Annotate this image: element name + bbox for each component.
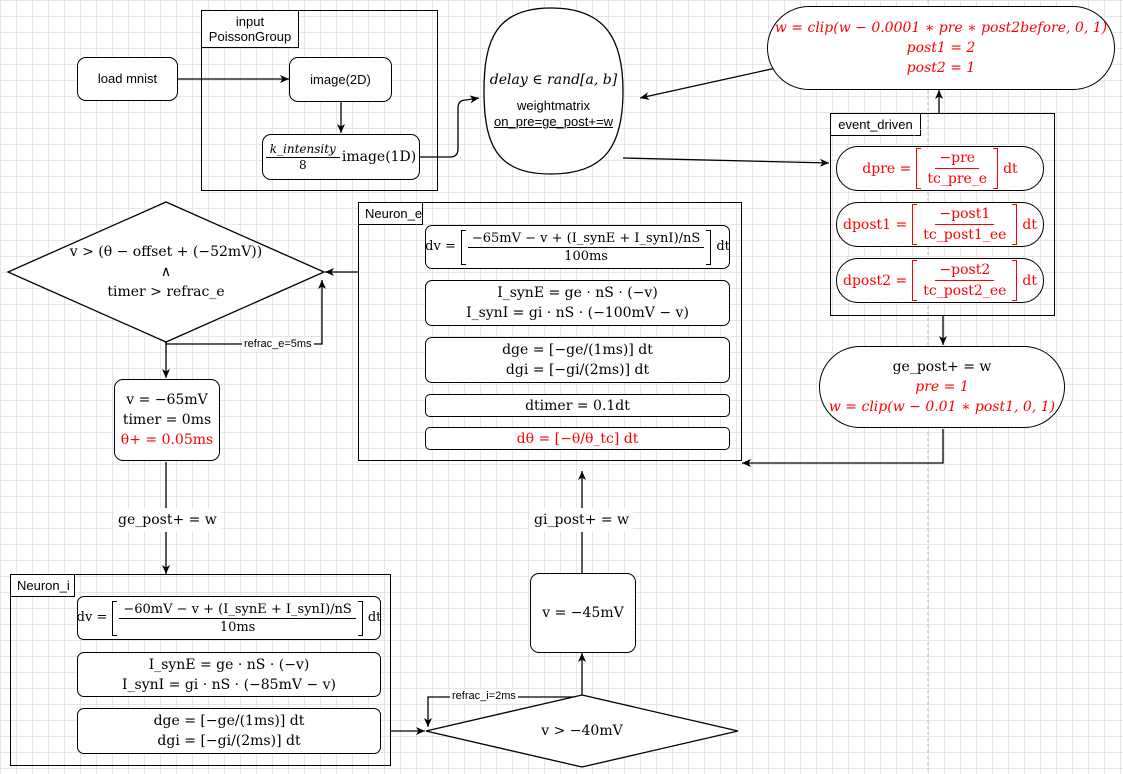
neuron-e-dge: dge = [−ge/(1ms)] dt	[502, 342, 653, 358]
neuron-e-dtimer-box[interactable]: dtimer = 0.1dt	[425, 394, 730, 417]
input-group-container: input PoissonGroup	[201, 10, 438, 191]
neuron-i-dv-numerator: −60mV − v + (I_synE + I_synI)/nS	[119, 601, 356, 619]
edge-prerule-to-neurone	[742, 429, 944, 467]
dpre-numerator: −pre	[935, 148, 980, 169]
pre-rule-line3: w = clip(w − 0.01 ∗ post1, 0, 1)	[828, 399, 1056, 415]
dpost1-lhs: dpost1 =	[842, 216, 908, 233]
ge-post-label: ge_post+ = w	[114, 508, 221, 532]
threshold-e-line3: timer > refrac_e	[107, 284, 225, 300]
dpre-box[interactable]: dpre = −pre tc_pre_e dt	[836, 146, 1044, 191]
neuron-i-dv-bracket: −60mV − v + (I_synE + I_synI)/nS 10ms	[112, 600, 363, 636]
threshold-e-diamond	[6, 201, 326, 343]
event-driven-tab: event_driven	[831, 114, 921, 136]
neuron-i-isyni: I_synI = gi · nS · (−85mV − v)	[122, 676, 336, 693]
threshold-e-text[interactable]: v > (θ − offset + (−52mV)) ∧ timer > ref…	[30, 242, 302, 302]
neuron-e-dv-denominator: 100ms	[564, 248, 608, 264]
reset-e-line3: θ+ = 0.05ms	[120, 432, 214, 448]
post-rule-line2: post1 = 2	[906, 40, 976, 56]
neuron-i-tab: Neuron_i	[11, 575, 75, 597]
neuron-i-dv-denominator: 10ms	[219, 619, 256, 635]
synapse-delay: delay ∈ rand[a, b]	[489, 72, 618, 88]
threshold-i-diamond	[425, 694, 739, 768]
image-2d-box[interactable]: image(2D)	[289, 57, 392, 102]
dpre-denominator: tc_pre_e	[927, 171, 988, 187]
gi-post-label: gi_post+ = w	[530, 508, 633, 532]
neuron-i-isyn-box[interactable]: I_synE = ge · nS · (−v) I_synI = gi · nS…	[77, 652, 381, 697]
dpre-lhs: dpre =	[862, 160, 912, 177]
neuron-e-dtimer: dtimer = 0.1dt	[525, 397, 630, 414]
neuron-i-isyne: I_synE = ge · nS · (−v)	[148, 656, 310, 673]
neuron-e-dtheta-box[interactable]: dθ = [−θ/θ_tc] dt	[425, 427, 730, 450]
pre-rule-line1: ge_post+ = w	[892, 359, 992, 375]
image-1d-box[interactable]: k_intensity 8 image(1D)	[262, 134, 420, 180]
neuron-i-dv-dt: dt	[367, 610, 382, 625]
post-rule-line1: w = clip(w − 0.0001 ∗ pre ∗ post2before,…	[774, 20, 1108, 36]
neuron-i-dgi: dgi = [−gi/(2ms)] dt	[157, 733, 301, 749]
post-rule-box[interactable]: w = clip(w − 0.0001 ∗ pre ∗ post2before,…	[767, 6, 1115, 90]
neuron-e-isyn-box[interactable]: I_synE = ge · nS · (−v) I_synI = gi · nS…	[425, 280, 730, 326]
reset-i-box[interactable]: v = −45mV	[530, 573, 636, 653]
dpost2-numerator: −post2	[935, 260, 995, 281]
neuron-e-isyni: I_synI = gi · nS · (−100mV − v)	[466, 305, 689, 321]
neuron-i-dv-lhs: dv =	[76, 610, 108, 625]
pre-rule-line2: pre = 1	[915, 379, 969, 395]
neuron-e-dv-lhs: dv =	[425, 239, 456, 254]
dpost1-bracket: −post1 tc_post1_ee	[912, 204, 1018, 245]
synapse-content[interactable]: delay ∈ rand[a, b] weightmatrix on_pre=g…	[484, 70, 623, 130]
pre-rule-box[interactable]: ge_post+ = w pre = 1 w = clip(w − 0.01 ∗…	[819, 346, 1065, 428]
threshold-i-text[interactable]: v > −40mV	[500, 721, 664, 741]
dpost2-denominator: tc_post2_ee	[923, 283, 1007, 299]
reset-e-box[interactable]: v = −65mV timer = 0ms θ+ = 0.05ms	[114, 379, 220, 461]
post-rule-line3: post2 = 1	[906, 60, 976, 76]
dpost1-dt: dt	[1022, 216, 1037, 233]
dpre-bracket: −pre tc_pre_e	[916, 148, 999, 189]
intensity-denominator: 8	[298, 157, 307, 172]
reset-e-line2: timer = 0ms	[122, 412, 212, 428]
dpre-dt: dt	[1003, 160, 1018, 177]
refrac-i-label: refrac_i=2ms	[450, 690, 518, 703]
neuron-i-dv-box[interactable]: dv = −60mV − v + (I_synE + I_synI)/nS 10…	[77, 596, 381, 640]
dpost2-dt: dt	[1022, 272, 1037, 289]
neuron-e-dv-box[interactable]: dv = −65mV − v + (I_synE + I_synI)/nS 10…	[425, 225, 730, 269]
load-mnist-label: load mnist	[97, 71, 158, 86]
synapse-on-pre: on_pre=ge_post+=w	[494, 114, 613, 129]
neuron-e-tab: Neuron_e	[359, 203, 423, 225]
edge-image1d-to-synapse	[420, 95, 480, 158]
dpost1-box[interactable]: dpost1 = −post1 tc_post1_ee dt	[836, 202, 1044, 247]
refrac-e-label: refrac_e=5ms	[242, 338, 314, 351]
neuron-e-dgi: dgi = [−gi/(2ms)] dt	[505, 362, 650, 378]
neuron-e-dv-bracket: −65mV − v + (I_synE + I_synI)/nS 100ms	[460, 229, 712, 265]
edge-postrule-to-synapse	[639, 67, 777, 100]
dpost2-bracket: −post2 tc_post2_ee	[912, 260, 1018, 301]
input-group-tab: input PoissonGroup	[202, 11, 299, 48]
image-1d-label: image(1D)	[341, 149, 417, 165]
dpost1-numerator: −post1	[935, 204, 995, 225]
neuron-e-isyne: I_synE = ge · nS · (−v)	[497, 285, 658, 301]
dpost2-lhs: dpost2 =	[842, 272, 908, 289]
neuron-e-dg-box[interactable]: dge = [−ge/(1ms)] dt dgi = [−gi/(2ms)] d…	[425, 337, 730, 383]
neuron-i-dg-box[interactable]: dge = [−ge/(1ms)] dt dgi = [−gi/(2ms)] d…	[77, 708, 381, 754]
neuron-e-dv-numerator: −65mV − v + (I_synE + I_synI)/nS	[467, 230, 705, 248]
edge-synapse-to-event	[622, 157, 830, 167]
load-mnist-box[interactable]: load mnist	[77, 57, 178, 101]
neuron-e-container: Neuron_e	[358, 202, 742, 461]
synapse-shape	[483, 7, 624, 175]
neuron-e-dtheta: dθ = [−θ/θ_tc] dt	[516, 430, 639, 447]
threshold-i-line: v > −40mV	[541, 723, 623, 739]
dpost1-denominator: tc_post1_ee	[923, 227, 1007, 243]
threshold-e-line1: v > (θ − offset + (−52mV))	[69, 244, 263, 260]
synapse-weightmatrix: weightmatrix	[517, 98, 590, 113]
reset-e-line1: v = −65mV	[126, 392, 208, 408]
neuron-i-container: Neuron_i	[10, 574, 391, 766]
reset-i-line: v = −45mV	[542, 605, 624, 621]
image-2d-label: image(2D)	[310, 71, 371, 87]
threshold-e-line2: ∧	[160, 264, 172, 280]
event-driven-container: event_driven	[830, 113, 1055, 316]
intensity-fraction: k_intensity 8	[265, 142, 340, 173]
dpost2-box[interactable]: dpost2 = −post2 tc_post2_ee dt	[836, 258, 1044, 303]
neuron-e-dv-dt: dt	[716, 239, 730, 254]
intensity-numerator: k_intensity	[265, 142, 340, 158]
neuron-i-dge: dge = [−ge/(1ms)] dt	[153, 713, 305, 729]
